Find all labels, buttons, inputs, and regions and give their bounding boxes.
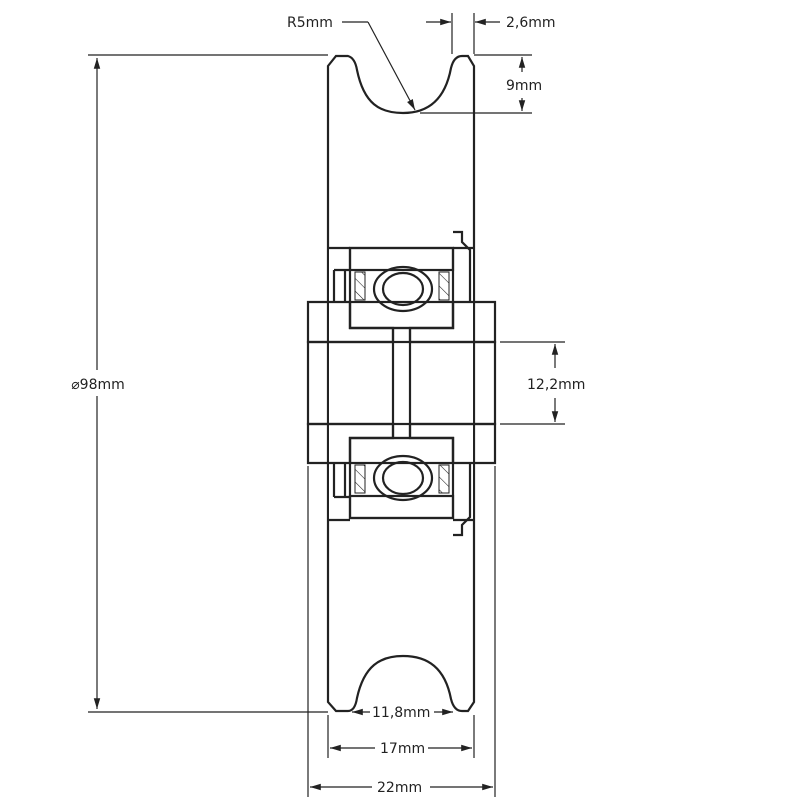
label-groove-depth: 9mm [506, 78, 542, 94]
label-bore: 12,2mm [527, 377, 585, 393]
hub-sleeve [306, 300, 497, 465]
label-wheel-width: 17mm [380, 741, 425, 757]
dimension-wheel-width: 17mm [327, 715, 475, 758]
label-groove-width: 11,8mm [372, 705, 430, 721]
retaining-ring [453, 230, 472, 537]
label-diameter: ⌀98mm [71, 377, 125, 393]
dimension-groove-radius: R5mm [287, 15, 416, 111]
dimension-rim-width: 2,6mm [426, 13, 556, 54]
bearing-bottom [348, 436, 455, 520]
dimension-bore: 12,2mm [500, 341, 585, 425]
label-hub-width: 22mm [377, 780, 422, 796]
dimension-groove-depth: 9mm [420, 54, 542, 114]
dimension-hub-width: 22mm [307, 466, 496, 797]
dimension-groove-width: 11,8mm [352, 705, 453, 721]
label-groove-radius: R5mm [287, 15, 333, 31]
wheel-body [326, 54, 476, 713]
seal-left [332, 268, 350, 499]
dimension-diameter: ⌀98mm [71, 54, 328, 713]
label-rim-width: 2,6mm [506, 15, 556, 31]
